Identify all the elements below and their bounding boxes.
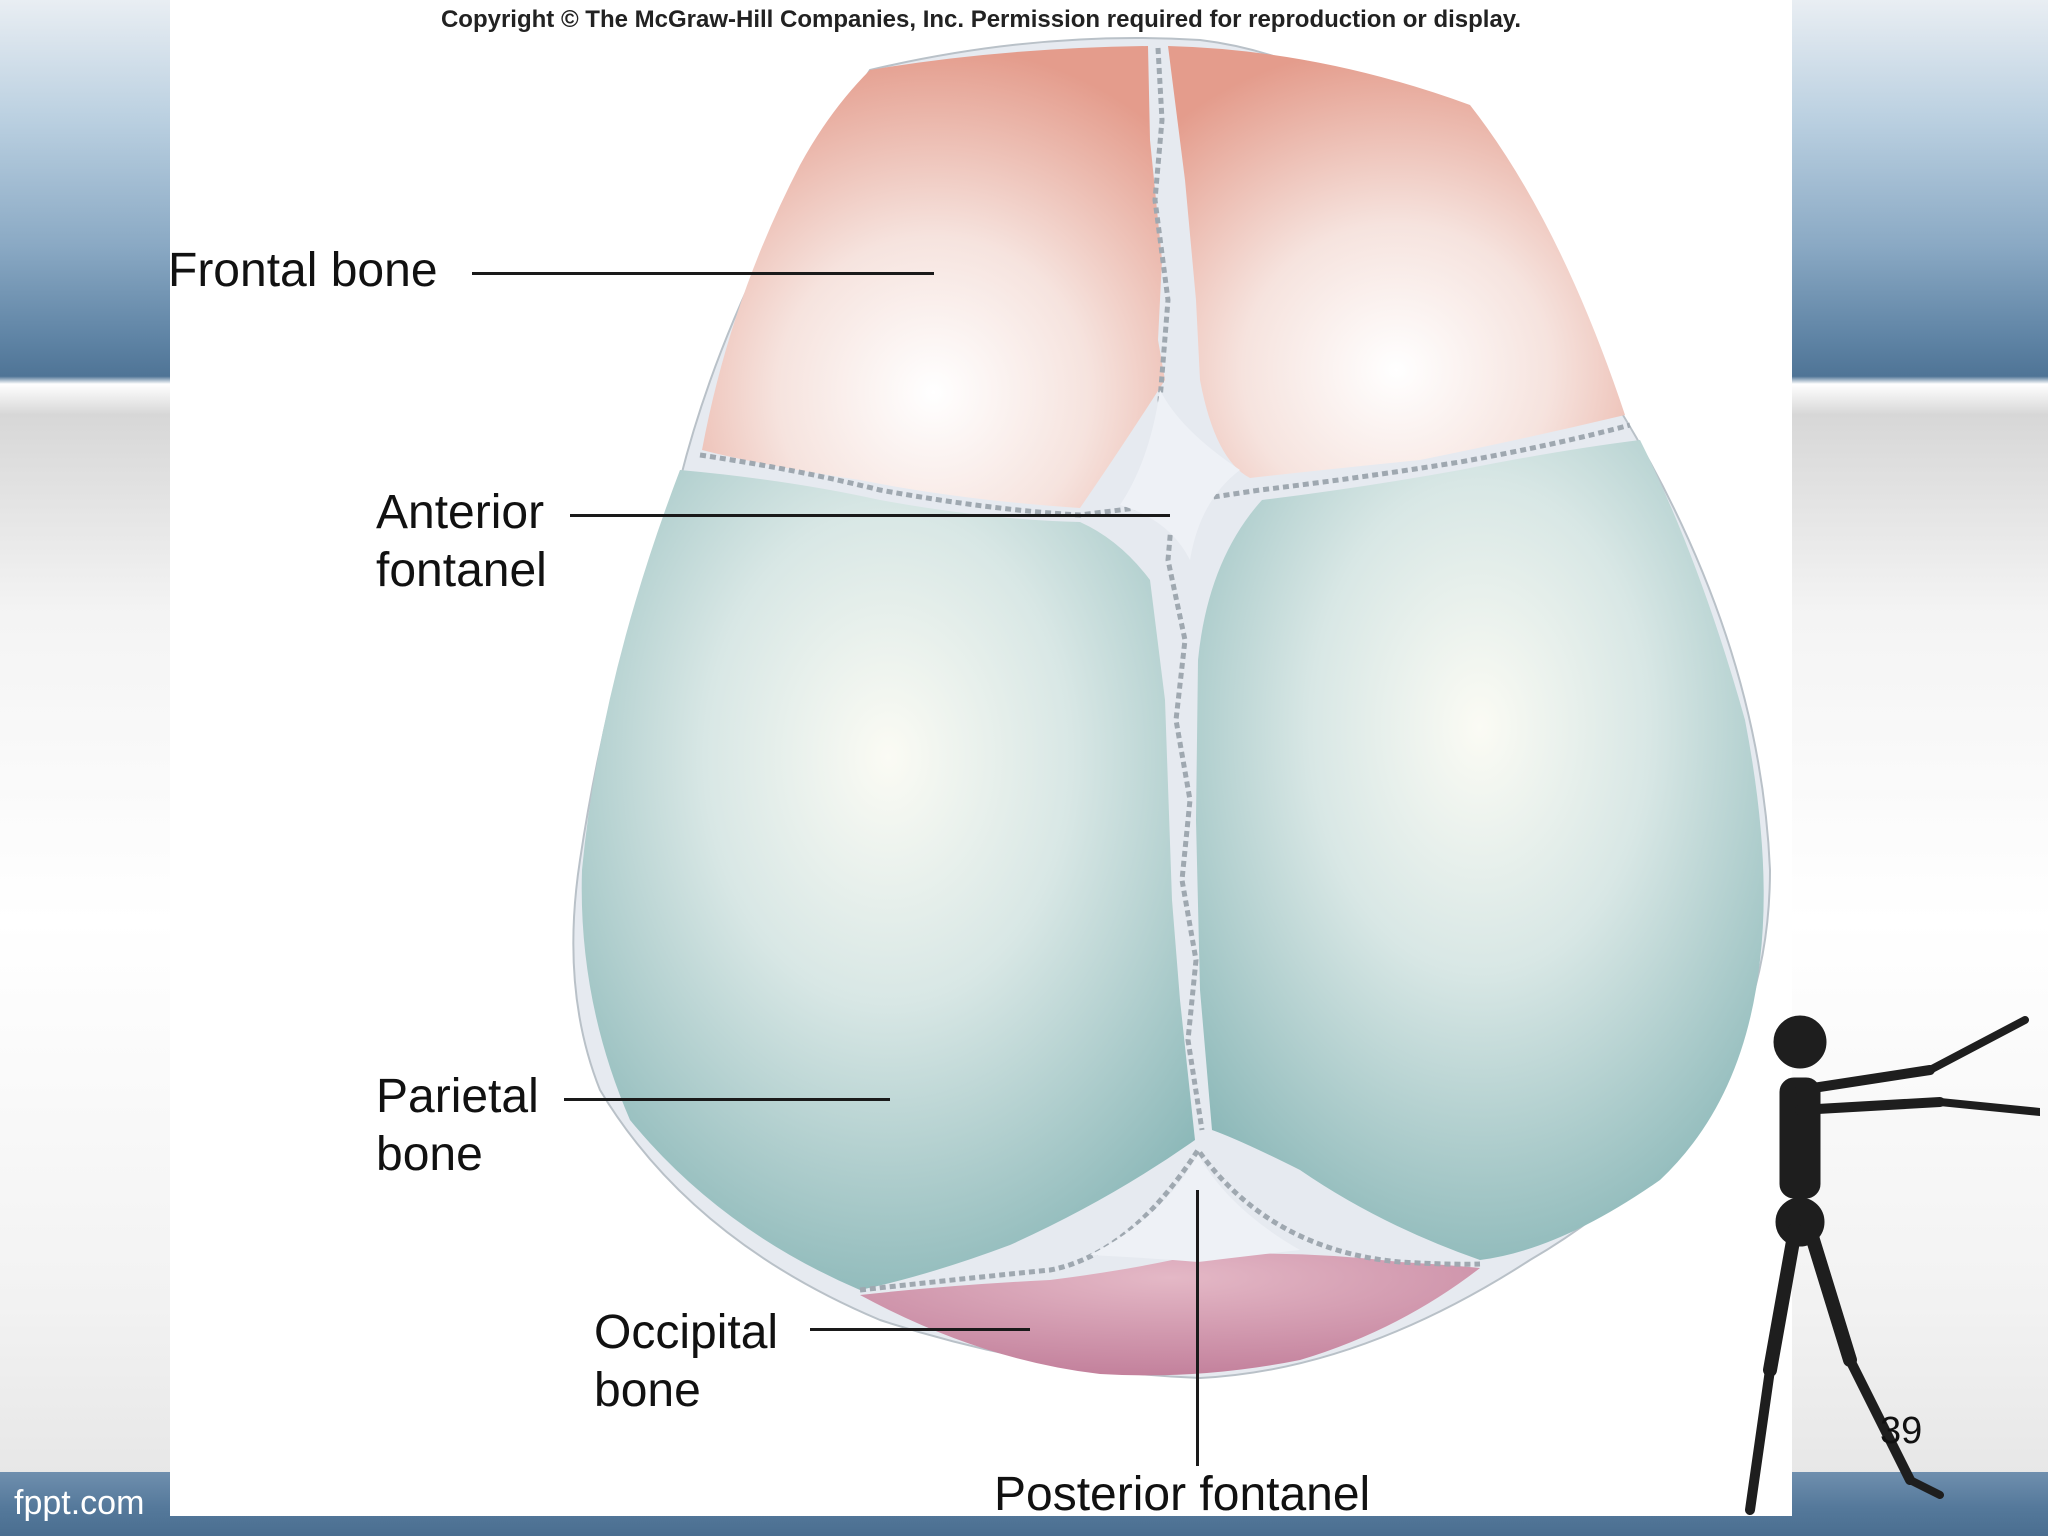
label-occipital-bone-line1: Occipital [594,1306,779,1359]
copyright-notice: Copyright © The McGraw-Hill Companies, I… [440,6,1522,33]
parietal-bone-left [581,470,1195,1290]
leader-posterior-fontanel [1196,1190,1199,1466]
leader-occipital-bone [810,1328,1030,1331]
occipital-bone [860,1253,1480,1376]
label-parietal-bone-line1: Parietal [376,1070,539,1123]
lambdoid-suture [859,1145,1481,1293]
posterior-fontanel [1090,1155,1300,1262]
label-anterior-fontanel-line2: fontanel [376,544,547,597]
frontal-bone-left [702,46,1165,508]
page-number: 39 [1880,1410,1923,1452]
label-posterior-fontanel: Posterior fontanel [994,1468,1371,1521]
label-occipital-bone-line2: bone [594,1364,701,1417]
label-anterior-fontanel-line1: Anterior [376,486,545,539]
brand-text: fppt.com [14,1484,145,1522]
skeleton-illustration [1745,1015,2040,1515]
leader-parietal-bone [564,1098,890,1101]
anterior-fontanel [1120,390,1240,560]
leader-anterior-fontanel [570,514,1170,517]
label-frontal-bone: Frontal bone [168,244,438,297]
label-parietal-bone-line2: bone [376,1128,483,1181]
leader-frontal-bone [472,272,934,275]
parietal-bone-right [1196,440,1764,1260]
frontal-bone-right [1168,46,1625,478]
